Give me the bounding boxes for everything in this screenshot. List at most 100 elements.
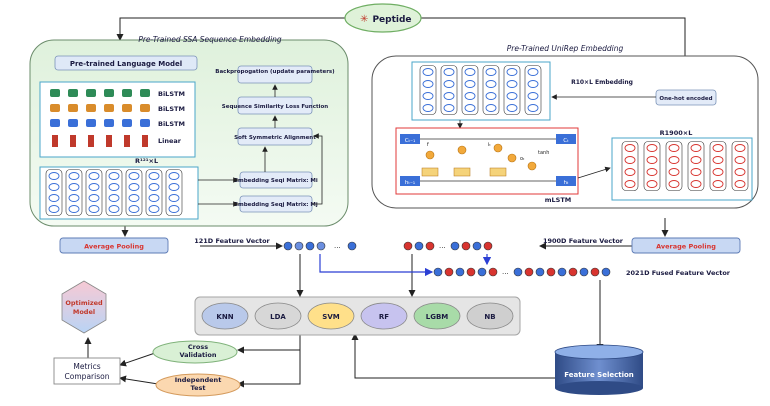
- feat2021-ellipsis: ...: [502, 268, 509, 276]
- gate-box: [489, 167, 507, 177]
- gate-label: tanh: [538, 150, 549, 156]
- ssa-node: [128, 205, 140, 213]
- gate-box: [421, 167, 439, 177]
- r1900-column: [643, 141, 661, 191]
- r10-column: [503, 65, 521, 115]
- fusion-arrows: [319, 254, 492, 277]
- feat2021-element: [546, 267, 556, 277]
- ssa-column: [145, 169, 163, 216]
- feat121-label: 121D Feature Vector: [194, 237, 270, 245]
- independent-test-line: Independent: [175, 376, 222, 384]
- gate-circle: [507, 153, 517, 163]
- ssa-node: [68, 183, 80, 191]
- cell-state-label: Cₜ₋₁: [405, 138, 416, 144]
- r10-node: [506, 80, 518, 88]
- feat1900-ellipsis: ...: [439, 242, 446, 250]
- ssa-column: [85, 169, 103, 216]
- r10-node: [464, 80, 476, 88]
- r10-node: [422, 92, 434, 100]
- ssa-embedding-panel: Pre-Trained SSA Sequence Embedding Pre-t…: [29, 35, 349, 227]
- r10-embedding-matrix: [419, 65, 542, 115]
- r10-node: [485, 104, 497, 112]
- feat2021-element: [535, 267, 545, 277]
- r10-column: [524, 65, 542, 115]
- ssa-node: [168, 194, 180, 202]
- bilstm-cell: [50, 104, 60, 112]
- classifier-label: LGBM: [426, 313, 449, 321]
- feat2021-element: [513, 267, 523, 277]
- linear-cell: [124, 135, 130, 147]
- r1900-node: [624, 156, 636, 164]
- peptide-node: Peptide ✳: [344, 3, 422, 33]
- metrics-box: [53, 357, 121, 385]
- bilstm-cell: [68, 89, 78, 97]
- feat2021-element: [466, 267, 476, 277]
- feat1900-element: [403, 241, 413, 251]
- feat1900-element: [414, 241, 424, 251]
- ssa-node: [148, 183, 160, 191]
- ssa-node: [88, 172, 100, 180]
- ssa-node: [108, 205, 120, 213]
- peptide-label: Peptide: [372, 15, 411, 25]
- r1900-node: [646, 156, 658, 164]
- r1900-column: [687, 141, 705, 191]
- ssa-node: [68, 205, 80, 213]
- gate-label: f: [427, 142, 429, 148]
- r10-node: [422, 68, 434, 76]
- r10-node: [464, 104, 476, 112]
- r10-node: [506, 92, 518, 100]
- r1900-node: [624, 180, 636, 188]
- feat1900-label: 1900D Feature Vector: [543, 237, 624, 245]
- gate-label: oₜ: [520, 156, 525, 162]
- feat1900-element: [461, 241, 471, 251]
- language-model-label: Pre-trained Language Model: [70, 60, 182, 68]
- ssa-node: [148, 205, 160, 213]
- feat2021-element: [477, 267, 487, 277]
- feat2021-element: [455, 267, 465, 277]
- gate-circle: [527, 161, 537, 171]
- r10-node: [527, 92, 539, 100]
- r1900-node: [668, 144, 680, 152]
- gate-label: iₜ: [488, 142, 491, 148]
- r10-node: [485, 92, 497, 100]
- mlstm-label: mLSTM: [545, 196, 572, 204]
- classifier-knn: [201, 302, 249, 330]
- bilstm-cell: [122, 119, 132, 127]
- cell-state-label: Cₜ: [563, 138, 569, 144]
- ssa-node: [128, 172, 140, 180]
- unirep-embedding-panel: Pre-Trained UniRep Embedding R10×L Embed…: [371, 44, 759, 209]
- soft-align-label: Soft Symmetric Alignment: [234, 135, 316, 141]
- ssa-node: [168, 205, 180, 213]
- r10-node: [422, 104, 434, 112]
- onehot-label: One-hot encoded: [659, 96, 712, 102]
- ssa-node: [108, 172, 120, 180]
- ssa-embedding-matrix: [45, 169, 183, 216]
- r1900-label: R1900×L: [660, 129, 693, 137]
- r1900-node: [690, 144, 702, 152]
- r10-column: [461, 65, 479, 115]
- r10-node: [485, 68, 497, 76]
- r1900-node: [734, 168, 746, 176]
- bilstm-cell: [68, 104, 78, 112]
- r1900-node: [734, 180, 746, 188]
- bilstm-cell: [104, 104, 114, 112]
- linear-cell: [88, 135, 94, 147]
- r1900-node: [734, 156, 746, 164]
- r1900-node: [712, 156, 724, 164]
- r10-column: [482, 65, 500, 115]
- bilstm-cell: [140, 119, 150, 127]
- feat2021-label: 2021D Fused Feature Vector: [626, 269, 731, 277]
- r1900-node: [668, 180, 680, 188]
- ssa-node: [168, 172, 180, 180]
- gate-circle: [493, 143, 503, 153]
- cell-state-label: hₜ₋₁: [405, 180, 415, 186]
- ssa-node: [48, 172, 60, 180]
- classifier-label: RF: [379, 313, 389, 321]
- classifier-label: KNN: [216, 313, 233, 321]
- ssa-node: [148, 194, 160, 202]
